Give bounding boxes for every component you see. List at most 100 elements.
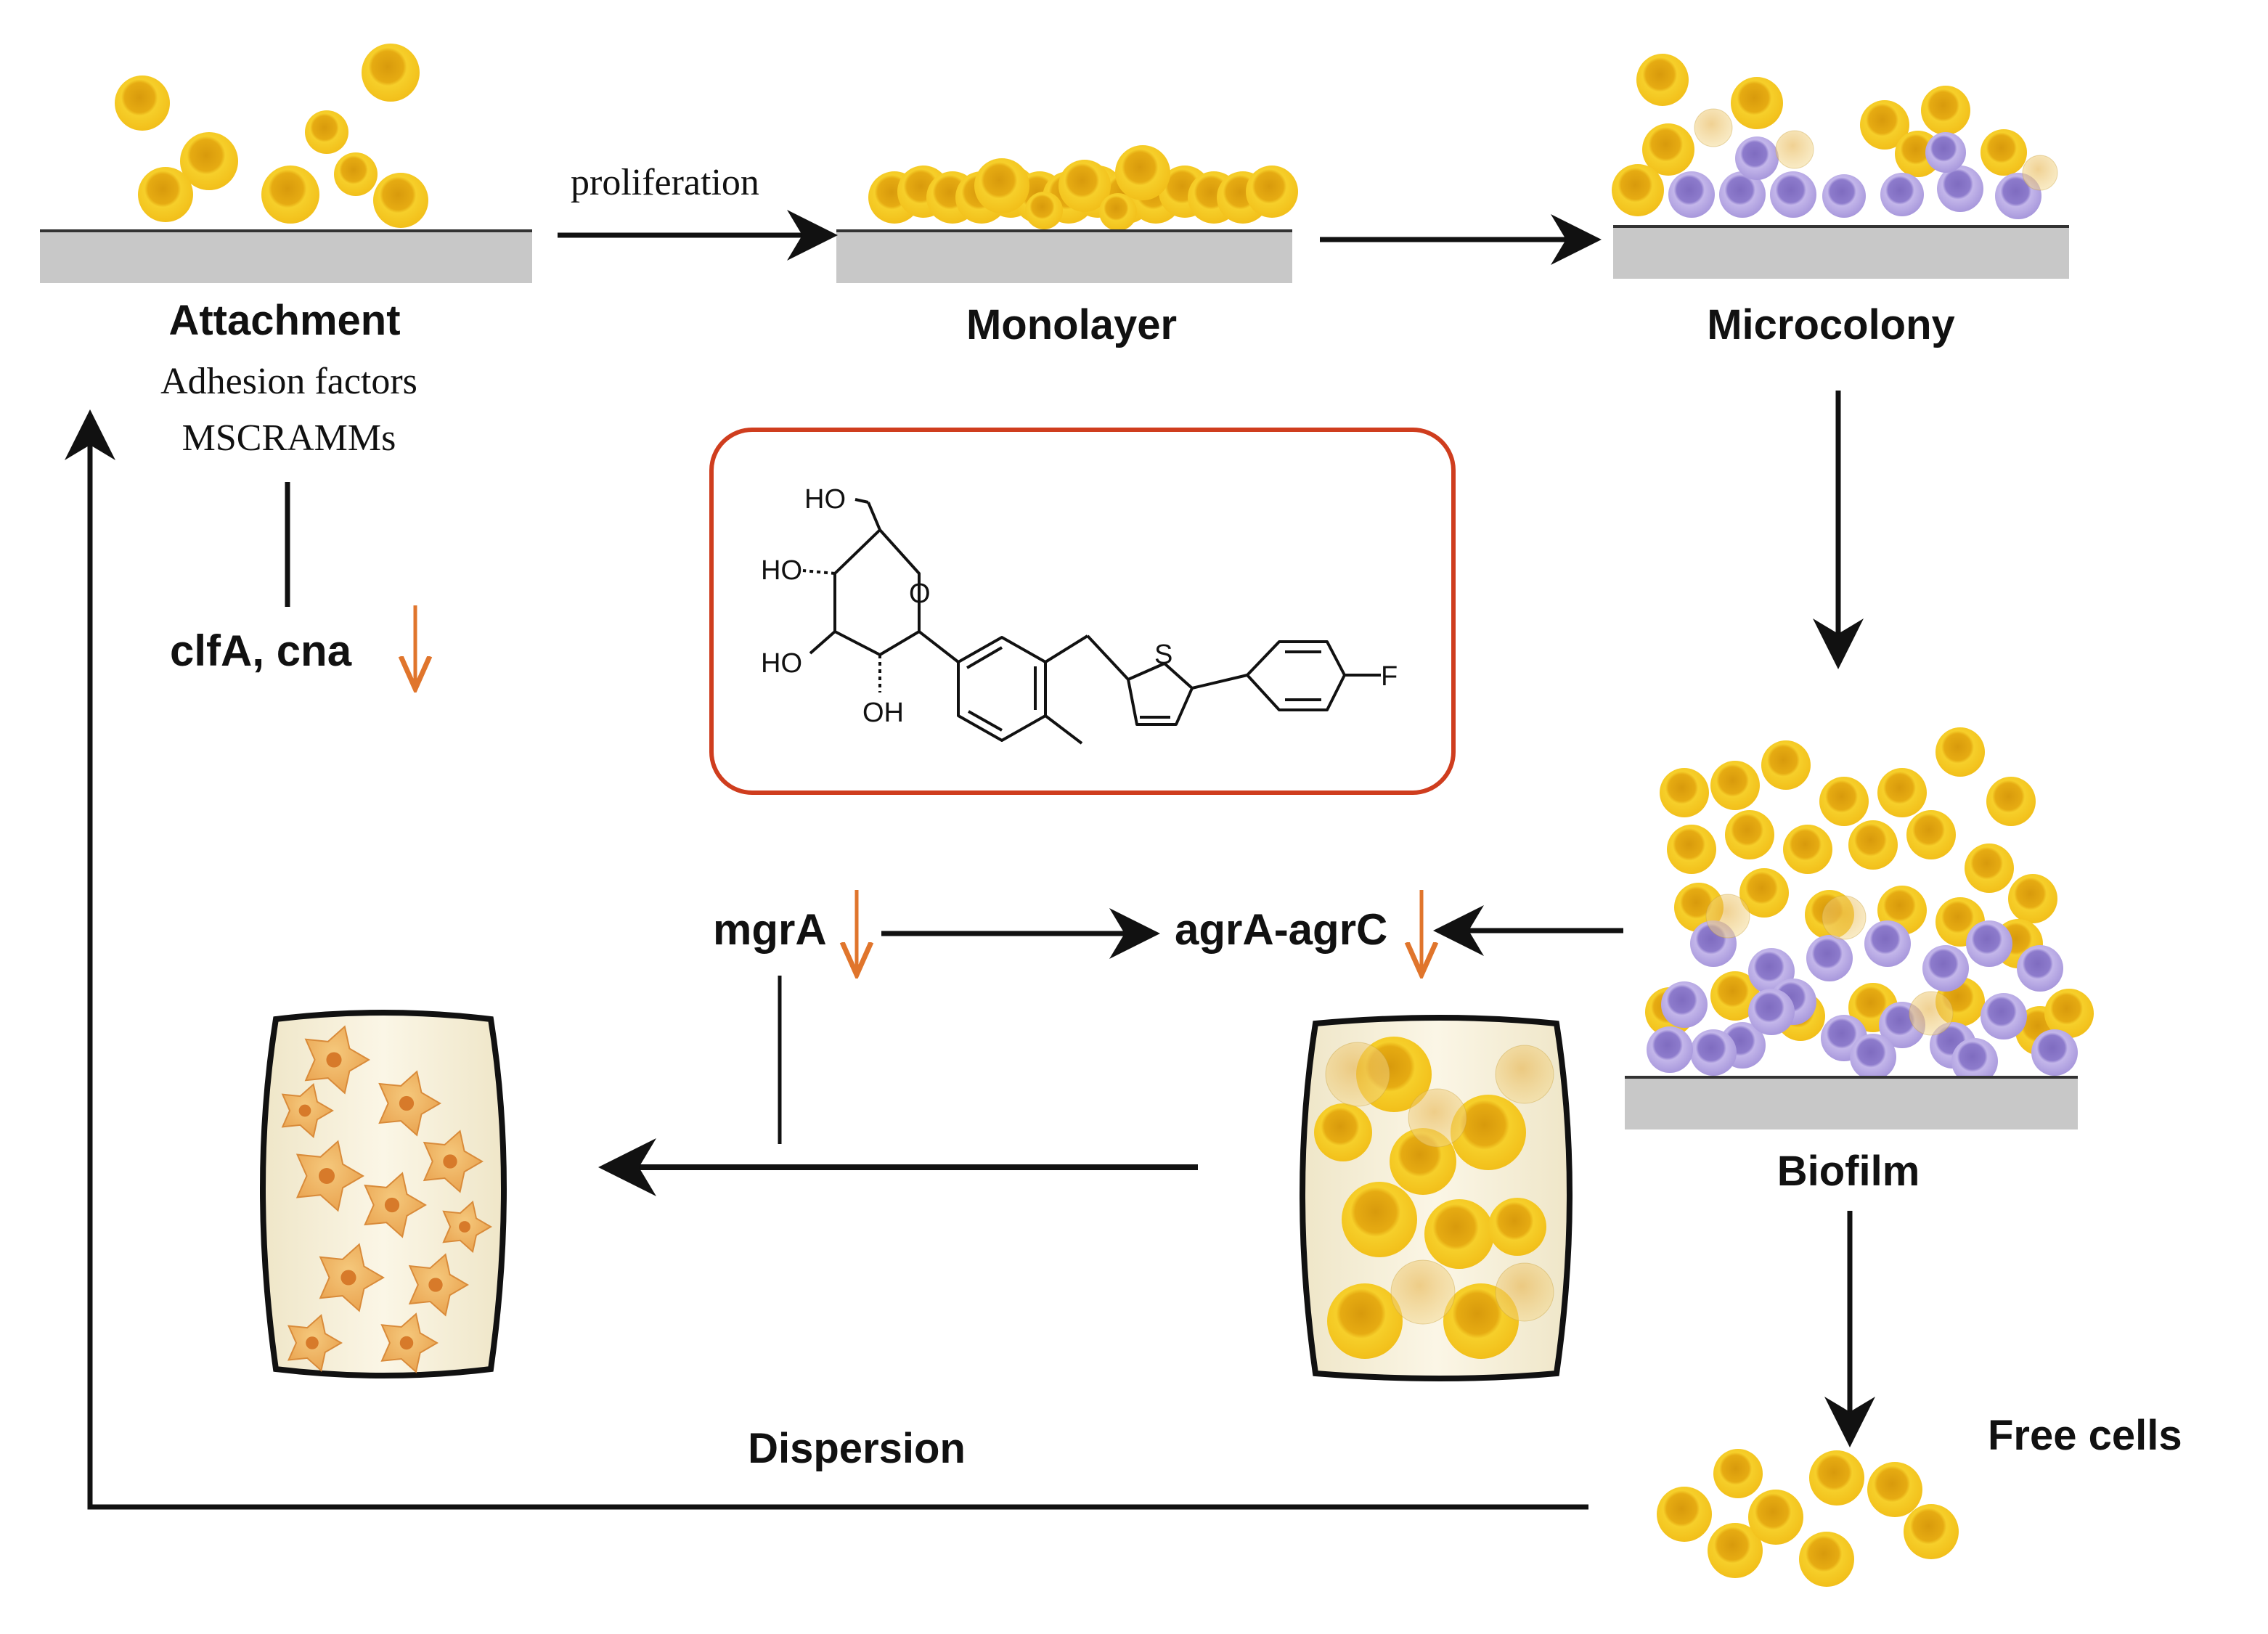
- biofilm-cell: [1965, 843, 2014, 893]
- jar-cell: [1390, 1259, 1456, 1325]
- attachment-cell: [373, 173, 428, 228]
- biofilm-cell: [1667, 825, 1716, 874]
- attachment-title: Attachment: [168, 297, 401, 344]
- compound-structure: [802, 498, 1381, 745]
- biofilm-cell: [1951, 1038, 1998, 1084]
- microcolony-cell: [1880, 173, 1924, 216]
- atom-ho-mid: HO: [761, 555, 802, 586]
- attachment-cell: [362, 44, 420, 102]
- biofilm-cell: [2017, 945, 2063, 992]
- atom-ho-top: HO: [804, 484, 846, 515]
- attachment-note-adhesion: Adhesion factors: [160, 361, 417, 402]
- atom-oh: OH: [862, 698, 904, 728]
- proliferation-label: proliferation: [571, 162, 759, 203]
- gene-clfa-cna: clfA, cna: [170, 626, 352, 675]
- dispersion-return-arrow: [65, 409, 1588, 1510]
- free-cell: [1748, 1490, 1803, 1545]
- atom-ring-o: O: [909, 579, 931, 609]
- free-cell: [1904, 1504, 1959, 1559]
- agr-cells-jar: [1300, 1015, 1572, 1381]
- biofilm-cell: [1986, 777, 2036, 826]
- biofilm-cell: [1748, 989, 1795, 1035]
- jar-cell: [1424, 1199, 1494, 1269]
- biofilm-cell: [1710, 971, 1760, 1021]
- free-cell: [1657, 1487, 1712, 1542]
- microcolony-cell: [1694, 108, 1733, 147]
- monolayer-title: Monolayer: [966, 301, 1178, 348]
- microcolony-title: Microcolony: [1707, 301, 1955, 348]
- attachment-cell: [115, 75, 170, 131]
- dispersed-cells-jar: [260, 1010, 507, 1378]
- biofilm-cell: [1850, 1034, 1896, 1080]
- attachment-cell: [180, 132, 238, 190]
- monolayer-surface: [836, 229, 1292, 283]
- attachment-cell: [261, 166, 319, 224]
- jar-cell: [1408, 1088, 1467, 1148]
- compound-box: [709, 428, 1456, 795]
- jar-cell: [1451, 1095, 1526, 1170]
- microcolony-cell: [1770, 171, 1816, 218]
- biofilm-cell: [1725, 810, 1774, 859]
- biofilm-cell: [1922, 945, 1969, 992]
- biofilm-cell: [1660, 768, 1709, 817]
- biofilm-cell: [1761, 740, 1811, 790]
- attachment-cell: [305, 110, 348, 154]
- free-cell: [1708, 1523, 1763, 1578]
- biofilm-cell: [1822, 895, 1867, 940]
- biofilm-cell: [1806, 935, 1853, 981]
- atom-ho-low: HO: [761, 648, 802, 679]
- microcolony-cell: [1612, 164, 1664, 216]
- dispersed-cell-nucleus: [428, 1278, 443, 1292]
- jar-cell: [1314, 1103, 1372, 1161]
- biofilm-cell: [1864, 920, 1911, 967]
- attachment-cell: [334, 152, 378, 196]
- biofilm-surface: [1625, 1076, 2078, 1129]
- free-cell: [1799, 1532, 1854, 1587]
- monolayer-cell: [1115, 145, 1170, 200]
- dispersed-cell-nucleus: [459, 1221, 470, 1233]
- atom-s: S: [1154, 640, 1172, 670]
- microcolony-cell: [1775, 130, 1814, 169]
- microcolony-cell: [1668, 171, 1715, 218]
- biofilm-cell: [1966, 920, 2012, 967]
- free-cell: [1809, 1450, 1864, 1506]
- microcolony-cell: [1636, 54, 1689, 106]
- dispersed-cell-nucleus: [399, 1095, 415, 1111]
- biofilm-cell: [1710, 761, 1760, 810]
- biofilm-title: Biofilm: [1777, 1148, 1920, 1195]
- jar-cell: [1325, 1042, 1390, 1107]
- compound-atom-labels: HO HO HO OH O S F: [761, 484, 1398, 728]
- attachment-cell: [138, 167, 193, 222]
- microcolony-cell: [1822, 174, 1866, 218]
- microcolony-cell: [1860, 100, 1909, 150]
- dispersed-cell-nucleus: [399, 1336, 414, 1350]
- gene-agra-agrc: agrA-agrC: [1175, 905, 1388, 954]
- biofilm-cell: [2031, 1029, 2078, 1076]
- microcolony-cell: [1925, 132, 1966, 173]
- dispersed-cell-nucleus: [384, 1197, 400, 1213]
- monolayer-cell: [1099, 193, 1137, 231]
- microcolony-cell: [1921, 86, 1970, 135]
- microcolony-cell: [1735, 136, 1779, 180]
- monolayer-cell: [1058, 160, 1111, 212]
- dispersed-cell-nucleus: [443, 1154, 457, 1169]
- biofilm-cell: [1877, 768, 1927, 817]
- biofilm-cell: [1705, 894, 1750, 939]
- monolayer-cell: [1025, 192, 1063, 229]
- monolayer-cell: [1246, 166, 1298, 218]
- microcolony-cell: [1937, 166, 1983, 212]
- biofilm-cell: [1661, 981, 1708, 1028]
- microcolony-cell: [1731, 77, 1783, 129]
- microcolony-cell: [1981, 129, 2027, 176]
- biofilm-cell: [1819, 777, 1869, 826]
- gene-mgra: mgrA: [713, 905, 827, 954]
- microcolony-cell: [2022, 155, 2058, 191]
- dispersed-cell-nucleus: [319, 1168, 335, 1184]
- dispersed-cell-nucleus: [306, 1336, 319, 1349]
- jar-cell: [1495, 1045, 1554, 1104]
- biofilm-cell: [1935, 727, 1985, 777]
- free-cells-title: Free cells: [1988, 1412, 2182, 1459]
- dispersion-title: Dispersion: [748, 1425, 966, 1472]
- biofilm-cell: [1906, 810, 1956, 859]
